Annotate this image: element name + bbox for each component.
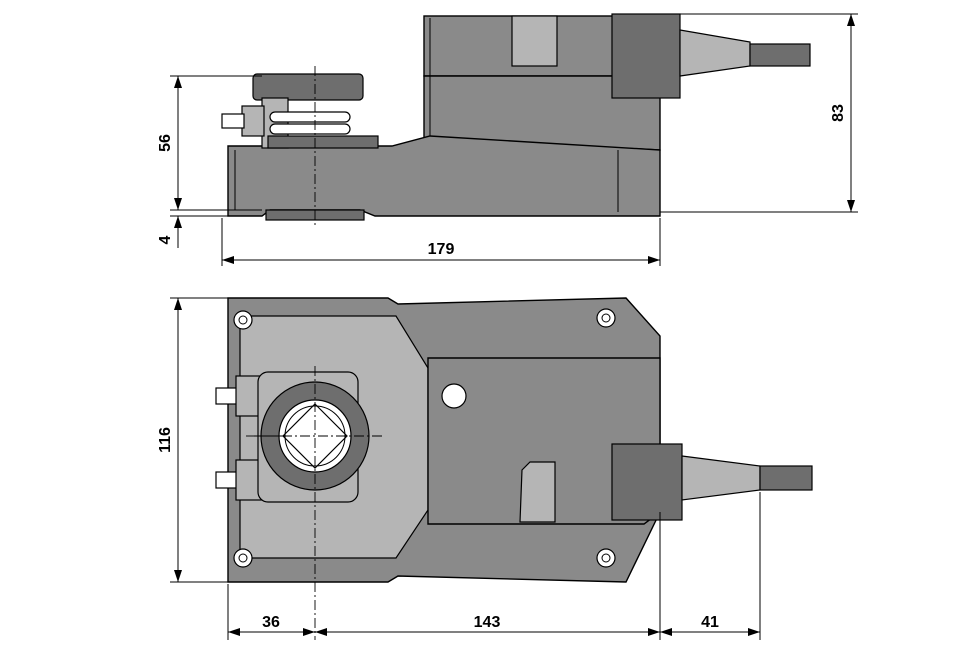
base-body-side	[227, 135, 661, 217]
clamp-base	[267, 135, 379, 149]
mount-hole-top-right	[596, 308, 616, 328]
side-view: 56 4 83 179	[157, 13, 858, 266]
cable-connector-side	[611, 13, 681, 99]
dim-83: 83	[830, 104, 847, 122]
u-bolt-bottom	[269, 123, 351, 135]
dim-56: 56	[157, 134, 174, 152]
cable-gland-top	[681, 455, 761, 501]
cable-side	[749, 43, 811, 67]
bolt-end	[221, 113, 245, 129]
nut-stack	[241, 105, 265, 137]
top-view: 116 36 143 41	[157, 297, 813, 640]
dim-4: 4	[157, 235, 174, 244]
mount-hole-bottom-right	[596, 548, 616, 568]
dim-143: 143	[474, 614, 501, 631]
dim-41: 41	[701, 614, 719, 631]
cable-top	[759, 465, 813, 491]
release-button	[519, 461, 556, 523]
dim-179: 179	[428, 241, 455, 258]
dim-116: 116	[157, 427, 174, 453]
mount-hole-top-left	[233, 310, 253, 330]
cable-connector-top	[611, 443, 683, 521]
clamp-disc	[252, 73, 364, 101]
dim-36: 36	[262, 614, 280, 631]
clamp-bolt-upper	[215, 375, 263, 417]
indicator-hole	[441, 383, 467, 409]
mount-hole-bottom-left	[233, 548, 253, 568]
cable-gland-side	[679, 29, 751, 77]
u-bolt-top	[269, 111, 351, 123]
housing-window	[511, 15, 558, 67]
clamp-bolt-lower	[215, 459, 263, 501]
